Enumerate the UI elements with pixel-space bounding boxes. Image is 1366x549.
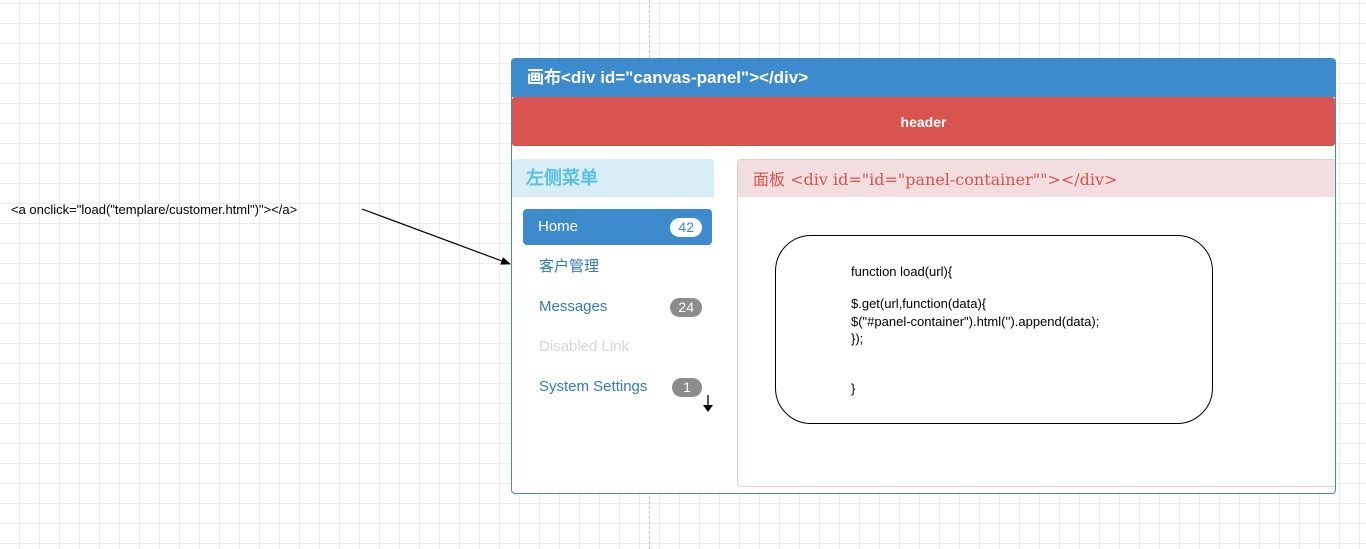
header-label: header — [900, 113, 947, 130]
anchor-code-annotation: <a onclick="load("templare/customer.html… — [11, 202, 298, 217]
panel-heading: 面板 <div id="id="panel-container""></div> — [738, 160, 1335, 197]
sidebar-item-home[interactable]: Home 42 — [523, 209, 712, 245]
code-line: } — [851, 381, 856, 396]
sidebar-item-label: Home — [538, 218, 579, 235]
sidebar-item-customer-management[interactable]: 客户管理 — [523, 249, 712, 285]
canvas-title: 画布<div id="canvas-panel"></div> — [512, 59, 1335, 97]
sidebar-item-disabled-link: Disabled Link — [523, 329, 712, 365]
sidebar-item-label: Disabled Link — [539, 338, 630, 355]
canvas-panel: 画布<div id="canvas-panel"></div> header 左… — [511, 58, 1336, 494]
code-line: $("#panel-container").html('').append(da… — [851, 314, 1100, 329]
code-line: $.get(url,function(data){ — [851, 296, 987, 311]
code-line: }); — [851, 331, 864, 346]
sidebar-item-label: 客户管理 — [539, 258, 600, 275]
header-bar: header — [512, 97, 1335, 146]
sidebar-item-label: System Settings — [539, 378, 648, 395]
sidebar-item-system-settings[interactable]: System Settings 1 — [523, 369, 712, 405]
arrow-icon — [361, 208, 511, 265]
count-badge: 24 — [670, 298, 702, 317]
side-nav: Home 42 客户管理 Messages 24 Disabled Link S… — [523, 209, 712, 409]
panel-container: 面板 <div id="id="panel-container""></div>… — [737, 159, 1335, 487]
left-menu-heading: 左侧菜单 — [512, 159, 714, 197]
down-arrow-icon — [702, 395, 714, 418]
sidebar-item-messages[interactable]: Messages 24 — [523, 289, 712, 325]
count-badge: 42 — [670, 218, 702, 237]
code-line: function load(url){ — [851, 264, 953, 279]
count-badge: 1 — [672, 378, 702, 397]
code-box: function load(url){ $.get(url,function(d… — [775, 235, 1213, 424]
sidebar-item-label: Messages — [539, 298, 608, 315]
